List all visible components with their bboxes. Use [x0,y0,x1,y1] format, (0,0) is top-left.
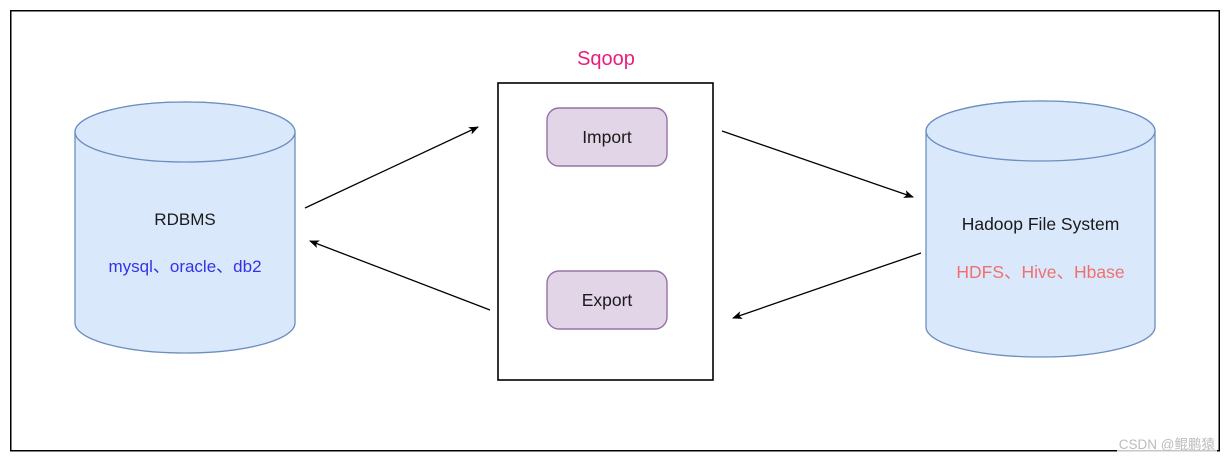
diagram-frame [10,10,1220,452]
hadoop-cylinder-top [925,100,1156,162]
arrow-hadoop-to-sqoop [732,252,922,319]
rdbms-cylinder [74,101,296,354]
rdbms-sublabel: mysql、oracle、db2 [108,257,262,276]
export-node-label: Export [581,289,633,310]
rdbms-cylinder-top [74,101,296,163]
arrow-sqoop-to-rdbms [309,240,491,311]
arrow-rdbms-to-sqoop [304,126,479,209]
import-node-label: Import [582,126,632,147]
diagram-title: Sqoop [577,48,635,70]
hadoop-label: Hadoop File System [961,214,1120,234]
hadoop-sublabel: HDFS、Hive、Hbase [956,262,1125,282]
export-node [546,270,668,330]
rdbms-label: RDBMS [154,210,216,229]
arrow-sqoop-to-hadoop [721,130,914,198]
import-node [546,107,668,167]
hadoop-cylinder [925,100,1156,358]
csdn-watermark: CSDN @鲲鹏猿 [1116,432,1217,454]
